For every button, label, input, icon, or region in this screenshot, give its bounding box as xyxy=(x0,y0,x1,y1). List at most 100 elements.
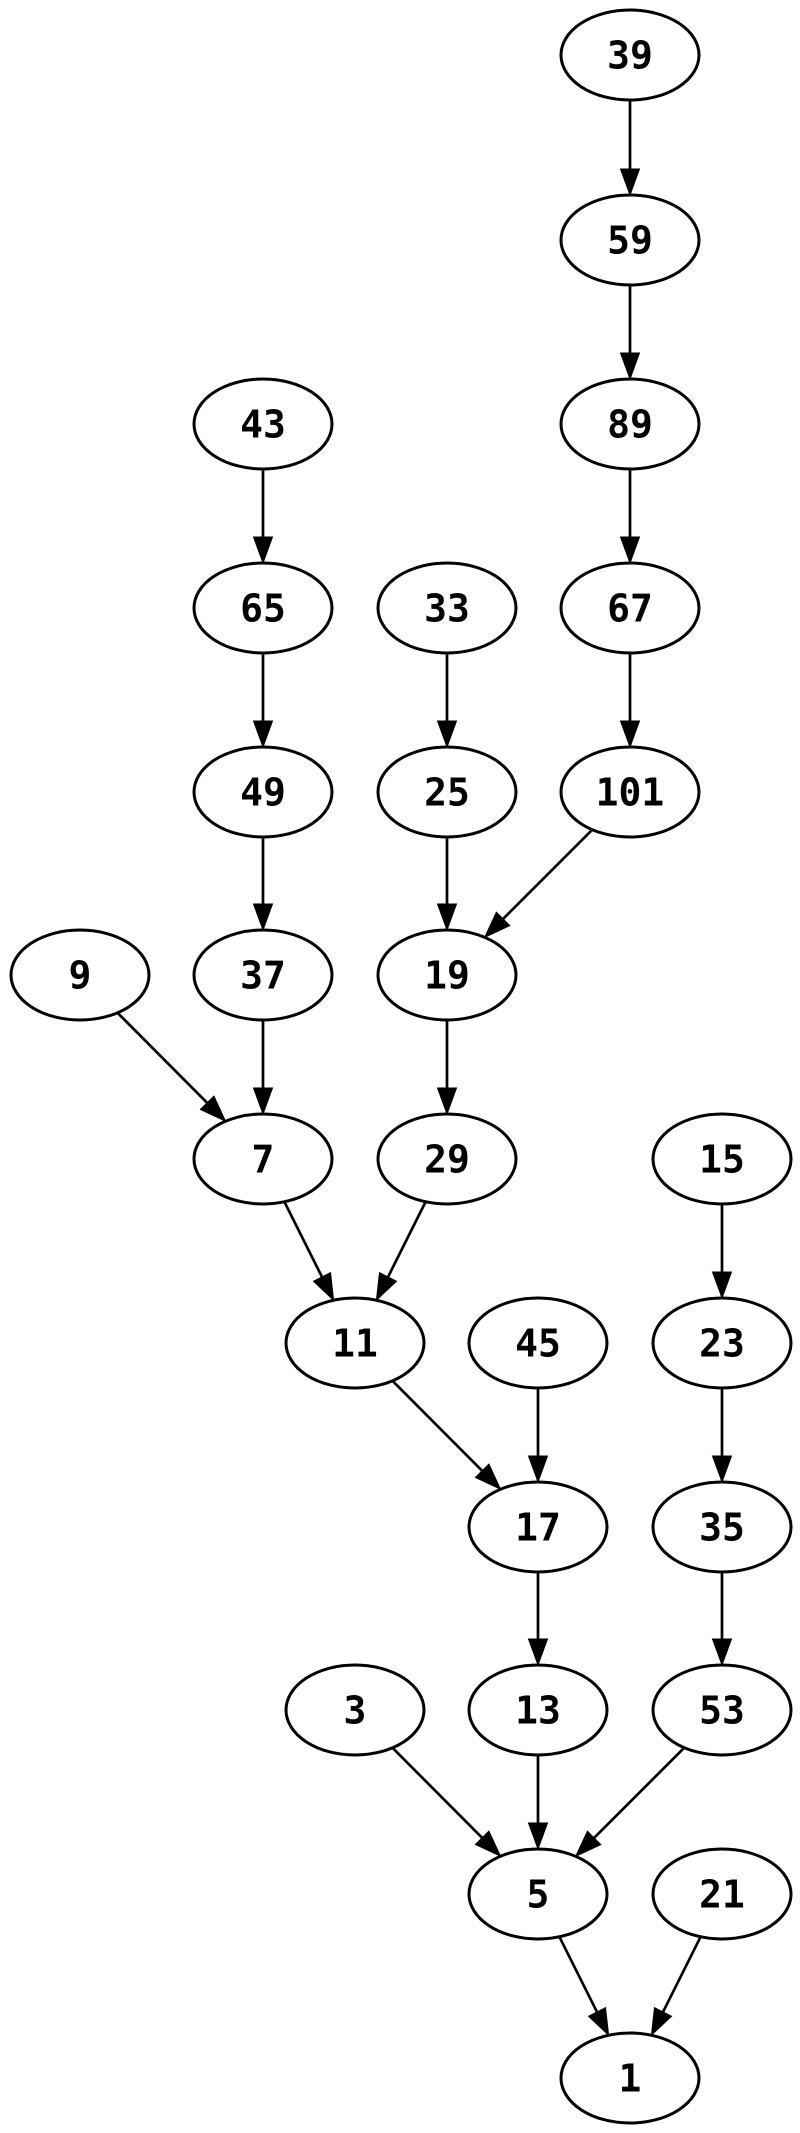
node-label-49: 49 xyxy=(240,771,286,815)
edge-line-7-11 xyxy=(283,1201,325,1280)
arrowhead-53-5 xyxy=(574,1830,602,1858)
edge-37-7 xyxy=(252,1020,274,1116)
node-1: 1 xyxy=(559,2031,701,2125)
node-label-23: 23 xyxy=(699,1322,745,1366)
node-ellipse-67 xyxy=(559,561,701,655)
node-15: 15 xyxy=(651,1112,793,1206)
node-65: 65 xyxy=(192,561,334,655)
edge-13-5 xyxy=(527,1755,549,1851)
edge-25-19 xyxy=(436,837,458,932)
edge-line-53-5 xyxy=(591,1746,686,1841)
edge-9-7 xyxy=(116,1011,227,1123)
arrowhead-3-5 xyxy=(474,1830,502,1858)
edge-11-17 xyxy=(391,1379,502,1491)
edge-line-101-19 xyxy=(500,828,594,922)
edges-layer xyxy=(116,100,733,2037)
node-ellipse-19 xyxy=(376,928,518,1022)
edge-101-19 xyxy=(483,828,594,939)
edge-49-37 xyxy=(252,837,274,932)
node-label-45: 45 xyxy=(515,1322,561,1366)
edge-59-89 xyxy=(619,285,641,381)
arrowhead-7-11 xyxy=(312,1271,335,1302)
edge-5-1 xyxy=(558,1936,610,2037)
node-label-101: 101 xyxy=(596,771,665,815)
arrowhead-29-11 xyxy=(375,1271,398,1302)
node-ellipse-21 xyxy=(651,1847,793,1941)
node-label-65: 65 xyxy=(240,587,286,631)
node-17: 17 xyxy=(467,1480,609,1574)
node-19: 19 xyxy=(376,928,518,1022)
node-label-21: 21 xyxy=(699,1873,745,1917)
node-21: 21 xyxy=(651,1847,793,1941)
arrowhead-11-17 xyxy=(474,1463,502,1491)
node-13: 13 xyxy=(467,1663,609,1757)
node-label-39: 39 xyxy=(607,34,653,78)
edge-3-5 xyxy=(391,1746,502,1858)
arrowhead-39-59 xyxy=(619,168,641,197)
node-label-9: 9 xyxy=(69,954,92,998)
arrowhead-37-7 xyxy=(252,1087,274,1116)
node-label-35: 35 xyxy=(699,1506,745,1550)
node-label-59: 59 xyxy=(607,219,653,263)
node-label-11: 11 xyxy=(332,1322,378,1366)
node-label-15: 15 xyxy=(699,1138,745,1182)
arrowhead-33-25 xyxy=(436,720,458,749)
node-101: 101 xyxy=(559,745,701,839)
node-label-1: 1 xyxy=(619,2057,642,2101)
edge-line-3-5 xyxy=(391,1746,485,1841)
arrowhead-23-35 xyxy=(711,1455,733,1484)
edge-line-29-11 xyxy=(385,1201,427,1280)
node-ellipse-33 xyxy=(376,561,518,655)
node-label-3: 3 xyxy=(344,1689,367,1733)
edge-33-25 xyxy=(436,653,458,749)
node-label-5: 5 xyxy=(527,1873,550,1917)
node-59: 59 xyxy=(559,193,701,287)
edge-35-53 xyxy=(711,1572,733,1667)
edge-23-35 xyxy=(711,1388,733,1484)
node-ellipse-13 xyxy=(467,1663,609,1757)
edge-line-9-7 xyxy=(116,1011,210,1106)
arrowhead-89-67 xyxy=(619,536,641,565)
node-label-67: 67 xyxy=(607,587,653,631)
arrowhead-25-19 xyxy=(436,903,458,932)
node-33: 33 xyxy=(376,561,518,655)
node-ellipse-5 xyxy=(467,1847,609,1941)
node-ellipse-11 xyxy=(284,1296,426,1390)
node-ellipse-37 xyxy=(192,928,334,1022)
arrowhead-49-37 xyxy=(252,903,274,932)
arrowhead-21-1 xyxy=(650,2006,673,2037)
node-ellipse-65 xyxy=(192,561,334,655)
node-label-89: 89 xyxy=(607,403,653,447)
arrowhead-45-17 xyxy=(527,1455,549,1484)
node-ellipse-43 xyxy=(192,377,334,471)
arrowhead-43-65 xyxy=(252,536,274,565)
edge-7-11 xyxy=(283,1201,335,1302)
edge-17-13 xyxy=(527,1572,549,1667)
node-ellipse-15 xyxy=(651,1112,793,1206)
arrowhead-5-1 xyxy=(587,2006,610,2037)
edge-line-21-1 xyxy=(660,1936,702,2015)
arrowhead-65-49 xyxy=(252,720,274,749)
edge-45-17 xyxy=(527,1388,549,1484)
arrowhead-9-7 xyxy=(199,1095,227,1123)
node-ellipse-101 xyxy=(559,745,701,839)
node-label-33: 33 xyxy=(424,587,470,631)
node-label-53: 53 xyxy=(699,1689,745,1733)
node-37: 37 xyxy=(192,928,334,1022)
edge-line-11-17 xyxy=(391,1379,485,1474)
node-ellipse-25 xyxy=(376,745,518,839)
edge-19-29 xyxy=(436,1020,458,1116)
node-29: 29 xyxy=(376,1112,518,1206)
edge-21-1 xyxy=(650,1936,702,2037)
node-ellipse-17 xyxy=(467,1480,609,1574)
node-label-19: 19 xyxy=(424,954,470,998)
node-ellipse-45 xyxy=(467,1296,609,1390)
node-label-29: 29 xyxy=(424,1138,470,1182)
node-ellipse-23 xyxy=(651,1296,793,1390)
node-label-17: 17 xyxy=(515,1506,561,1550)
edge-39-59 xyxy=(619,100,641,197)
node-53: 53 xyxy=(651,1663,793,1757)
